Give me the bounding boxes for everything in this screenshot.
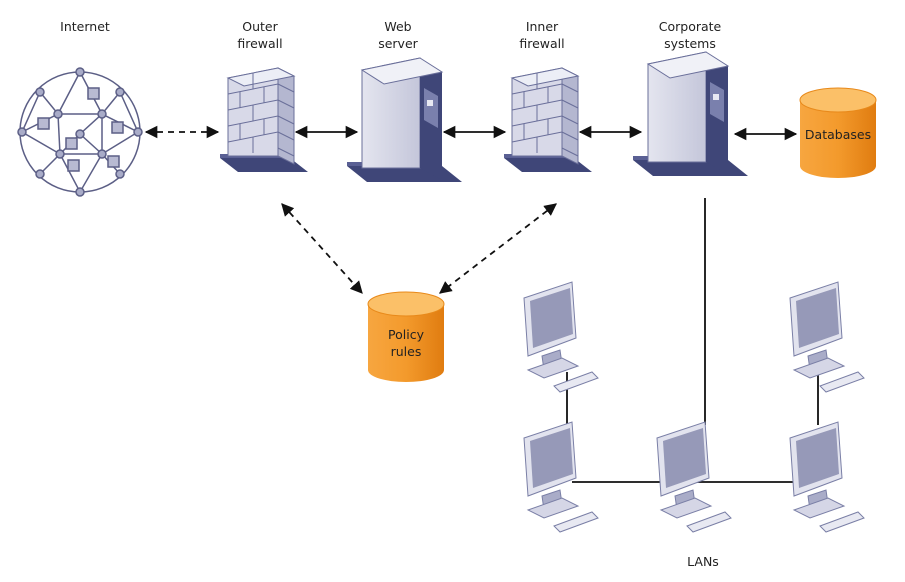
policy-rules-label-1: Policy	[388, 327, 425, 342]
computer-icon[interactable]	[656, 421, 732, 533]
internet-label: Internet	[60, 19, 110, 34]
computer-icon[interactable]	[789, 281, 865, 393]
web-server-icon[interactable]	[346, 57, 463, 183]
inner-firewall-label-1: Inner	[526, 19, 559, 34]
databases-label: Databases	[805, 127, 871, 142]
corporate-systems-label-1: Corporate	[659, 19, 722, 34]
inner-firewall-icon[interactable]	[503, 67, 593, 173]
web-server-label-2: server	[378, 36, 418, 51]
outer-firewall-label-1: Outer	[242, 19, 278, 34]
outer-firewall-icon[interactable]	[219, 67, 309, 173]
web-server-label-1: Web	[384, 19, 411, 34]
computer-icon[interactable]	[523, 421, 599, 533]
corporate-systems-label-2: systems	[664, 36, 716, 51]
computer-icon[interactable]	[789, 421, 865, 533]
outer-firewall-label-2: firewall	[237, 36, 282, 51]
inner-firewall-label-2: firewall	[519, 36, 564, 51]
edge-inner-firewall-policy	[439, 203, 557, 294]
policy-rules-label-2: rules	[391, 344, 422, 359]
corporate-systems-icon[interactable]	[632, 51, 749, 177]
edge-outer-firewall-policy	[281, 203, 363, 294]
connections	[144, 125, 819, 483]
network-globe-icon[interactable]	[17, 67, 143, 197]
lans-label: LANs	[687, 554, 719, 569]
computer-icon[interactable]	[523, 281, 599, 393]
